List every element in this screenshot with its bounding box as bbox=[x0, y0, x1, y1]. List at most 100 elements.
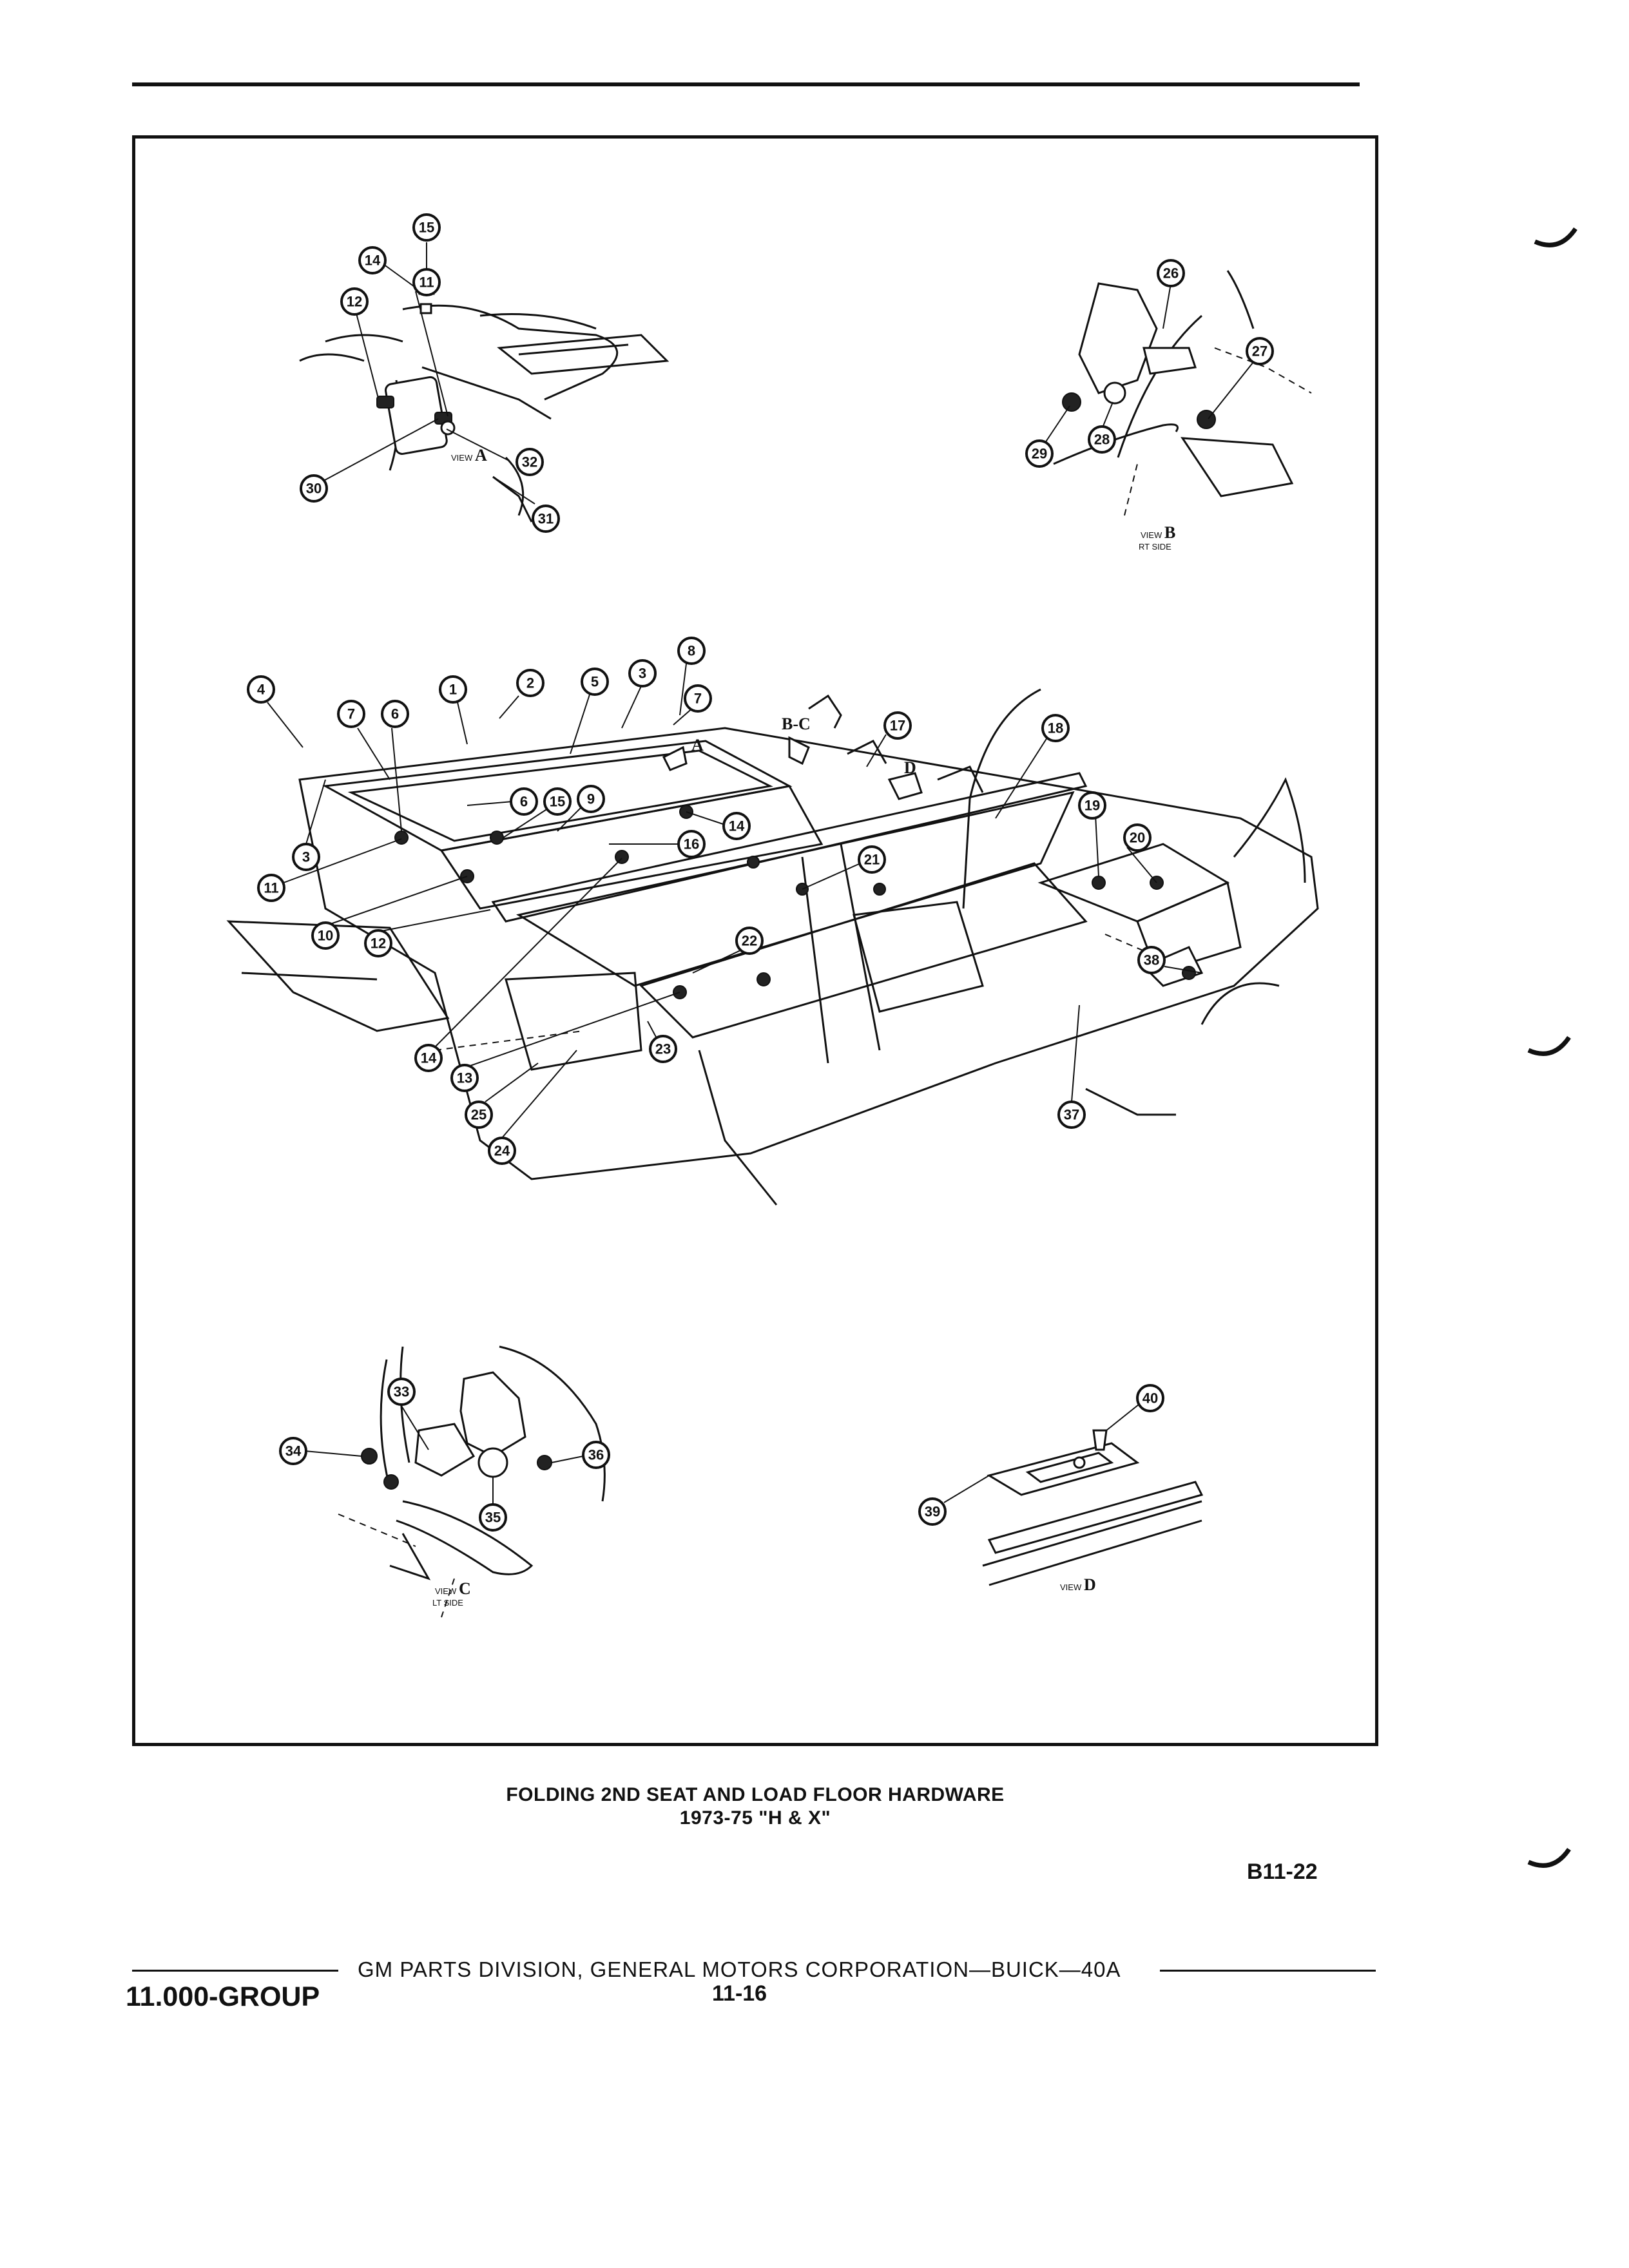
svg-text:25: 25 bbox=[471, 1107, 487, 1123]
svg-text:38: 38 bbox=[1144, 952, 1159, 968]
svg-text:18: 18 bbox=[1048, 720, 1063, 736]
svg-text:28: 28 bbox=[1094, 432, 1110, 448]
callout: 13 bbox=[450, 1064, 479, 1092]
figure-frame bbox=[132, 135, 1378, 1746]
callout: 20 bbox=[1123, 823, 1152, 852]
svg-text:VIEW: VIEW bbox=[1060, 1582, 1082, 1592]
callout: 14 bbox=[358, 246, 387, 274]
svg-text:7: 7 bbox=[694, 691, 702, 707]
svg-text:12: 12 bbox=[347, 294, 362, 310]
callout: 26 bbox=[1157, 259, 1185, 287]
callout: 6 bbox=[381, 700, 409, 728]
parts-diagram: 15 14 12 11 30 32 31 VIEW A 26 27 29 28 bbox=[226, 213, 1319, 1618]
svg-text:2: 2 bbox=[526, 675, 534, 691]
callout: 7 bbox=[337, 700, 365, 728]
main-leaders bbox=[267, 663, 1202, 1139]
view-a-callouts: 15 14 12 11 30 32 31 bbox=[300, 213, 560, 533]
callout: 25 bbox=[465, 1100, 493, 1129]
callout: 29 bbox=[1025, 439, 1054, 468]
callout: 38 bbox=[1137, 946, 1166, 974]
svg-text:14: 14 bbox=[365, 253, 381, 269]
binder-hook-mark bbox=[1527, 1847, 1571, 1868]
svg-text:30: 30 bbox=[306, 481, 322, 497]
group-label: 11.000-GROUP bbox=[126, 1981, 320, 2012]
svg-text:20: 20 bbox=[1130, 830, 1145, 846]
callout: 34 bbox=[279, 1437, 307, 1465]
svg-text:C: C bbox=[459, 1579, 471, 1598]
callout: 39 bbox=[918, 1497, 947, 1526]
callout: 1 bbox=[439, 675, 467, 704]
svg-text:14: 14 bbox=[729, 818, 745, 834]
callout: 30 bbox=[300, 474, 328, 503]
callout: 3 bbox=[628, 659, 657, 687]
svg-text:29: 29 bbox=[1032, 446, 1047, 462]
main-callouts: 4 7 6 1 2 5 3 8 7 3 6 15 9 16 14 17 18 1… bbox=[247, 637, 1166, 1165]
svg-text:11: 11 bbox=[264, 880, 278, 896]
top-rule bbox=[132, 82, 1360, 86]
callout: 18 bbox=[1041, 714, 1070, 742]
svg-text:13: 13 bbox=[457, 1070, 472, 1086]
svg-text:10: 10 bbox=[318, 928, 333, 944]
svg-text:3: 3 bbox=[639, 666, 646, 682]
view-c-leaders bbox=[304, 1405, 584, 1504]
svg-text:3: 3 bbox=[302, 849, 310, 865]
svg-text:19: 19 bbox=[1084, 798, 1100, 814]
callout: 11 bbox=[412, 268, 441, 296]
callout: 6 bbox=[510, 787, 538, 816]
svg-text:B: B bbox=[1164, 523, 1175, 542]
callout: 37 bbox=[1057, 1100, 1086, 1129]
view-d-drawing bbox=[982, 1429, 1204, 1586]
callout: 15 bbox=[412, 213, 441, 242]
svg-text:RT SIDE: RT SIDE bbox=[1139, 542, 1171, 552]
svg-text:9: 9 bbox=[587, 791, 595, 807]
view-b-label: VIEW B RT SIDE bbox=[1139, 523, 1175, 552]
callout: 35 bbox=[479, 1503, 507, 1532]
view-a-leaders bbox=[318, 264, 535, 505]
view-a-drawing bbox=[299, 242, 670, 523]
callout: 9 bbox=[577, 785, 605, 813]
callout: 8 bbox=[677, 637, 706, 665]
view-b-drawing bbox=[1053, 270, 1312, 516]
callout: 19 bbox=[1078, 791, 1106, 820]
svg-text:32: 32 bbox=[522, 454, 537, 470]
svg-text:D: D bbox=[1084, 1575, 1096, 1594]
main-drawing bbox=[226, 688, 1319, 1206]
page-number: 11-16 bbox=[712, 1981, 767, 2006]
view-b-callouts: 26 27 29 28 bbox=[1025, 259, 1274, 468]
figure-subtitle: 1973-75 "H & X" bbox=[679, 1807, 831, 1829]
svg-text:31: 31 bbox=[538, 511, 554, 527]
svg-text:27: 27 bbox=[1252, 343, 1268, 360]
view-c-drawing bbox=[338, 1345, 606, 1618]
view-d-label: VIEW D bbox=[1060, 1575, 1096, 1594]
figure-title: FOLDING 2ND SEAT AND LOAD FLOOR HARDWARE bbox=[506, 1784, 1005, 1805]
svg-text:VIEW: VIEW bbox=[435, 1586, 457, 1596]
callout: 14 bbox=[414, 1044, 443, 1072]
svg-text:26: 26 bbox=[1163, 265, 1179, 282]
callout: 22 bbox=[735, 927, 764, 955]
svg-text:16: 16 bbox=[684, 836, 699, 852]
svg-text:15: 15 bbox=[550, 794, 565, 810]
callout: 28 bbox=[1088, 425, 1116, 454]
callout: 3 bbox=[292, 843, 320, 871]
svg-text:37: 37 bbox=[1064, 1107, 1079, 1123]
svg-text:40: 40 bbox=[1142, 1390, 1158, 1407]
callout: 2 bbox=[516, 669, 545, 697]
svg-text:36: 36 bbox=[588, 1447, 604, 1463]
callout: 27 bbox=[1246, 337, 1274, 365]
callout: 33 bbox=[387, 1378, 416, 1406]
view-b-leaders bbox=[1043, 283, 1254, 445]
svg-text:8: 8 bbox=[688, 643, 695, 659]
svg-text:6: 6 bbox=[391, 706, 399, 722]
footer-rule bbox=[1160, 1970, 1376, 1972]
view-d-callouts: 40 39 bbox=[918, 1384, 1164, 1526]
svg-text:7: 7 bbox=[347, 706, 355, 722]
svg-text:D: D bbox=[904, 758, 916, 777]
view-c-callouts: 33 34 36 35 bbox=[279, 1378, 610, 1532]
svg-text:34: 34 bbox=[285, 1443, 302, 1459]
callout: 15 bbox=[543, 787, 572, 816]
svg-text:15: 15 bbox=[419, 220, 434, 236]
callout: 23 bbox=[649, 1035, 677, 1063]
callout: 7 bbox=[684, 684, 712, 713]
figure-code: B11-22 bbox=[1247, 1860, 1318, 1884]
svg-text:35: 35 bbox=[485, 1510, 501, 1526]
